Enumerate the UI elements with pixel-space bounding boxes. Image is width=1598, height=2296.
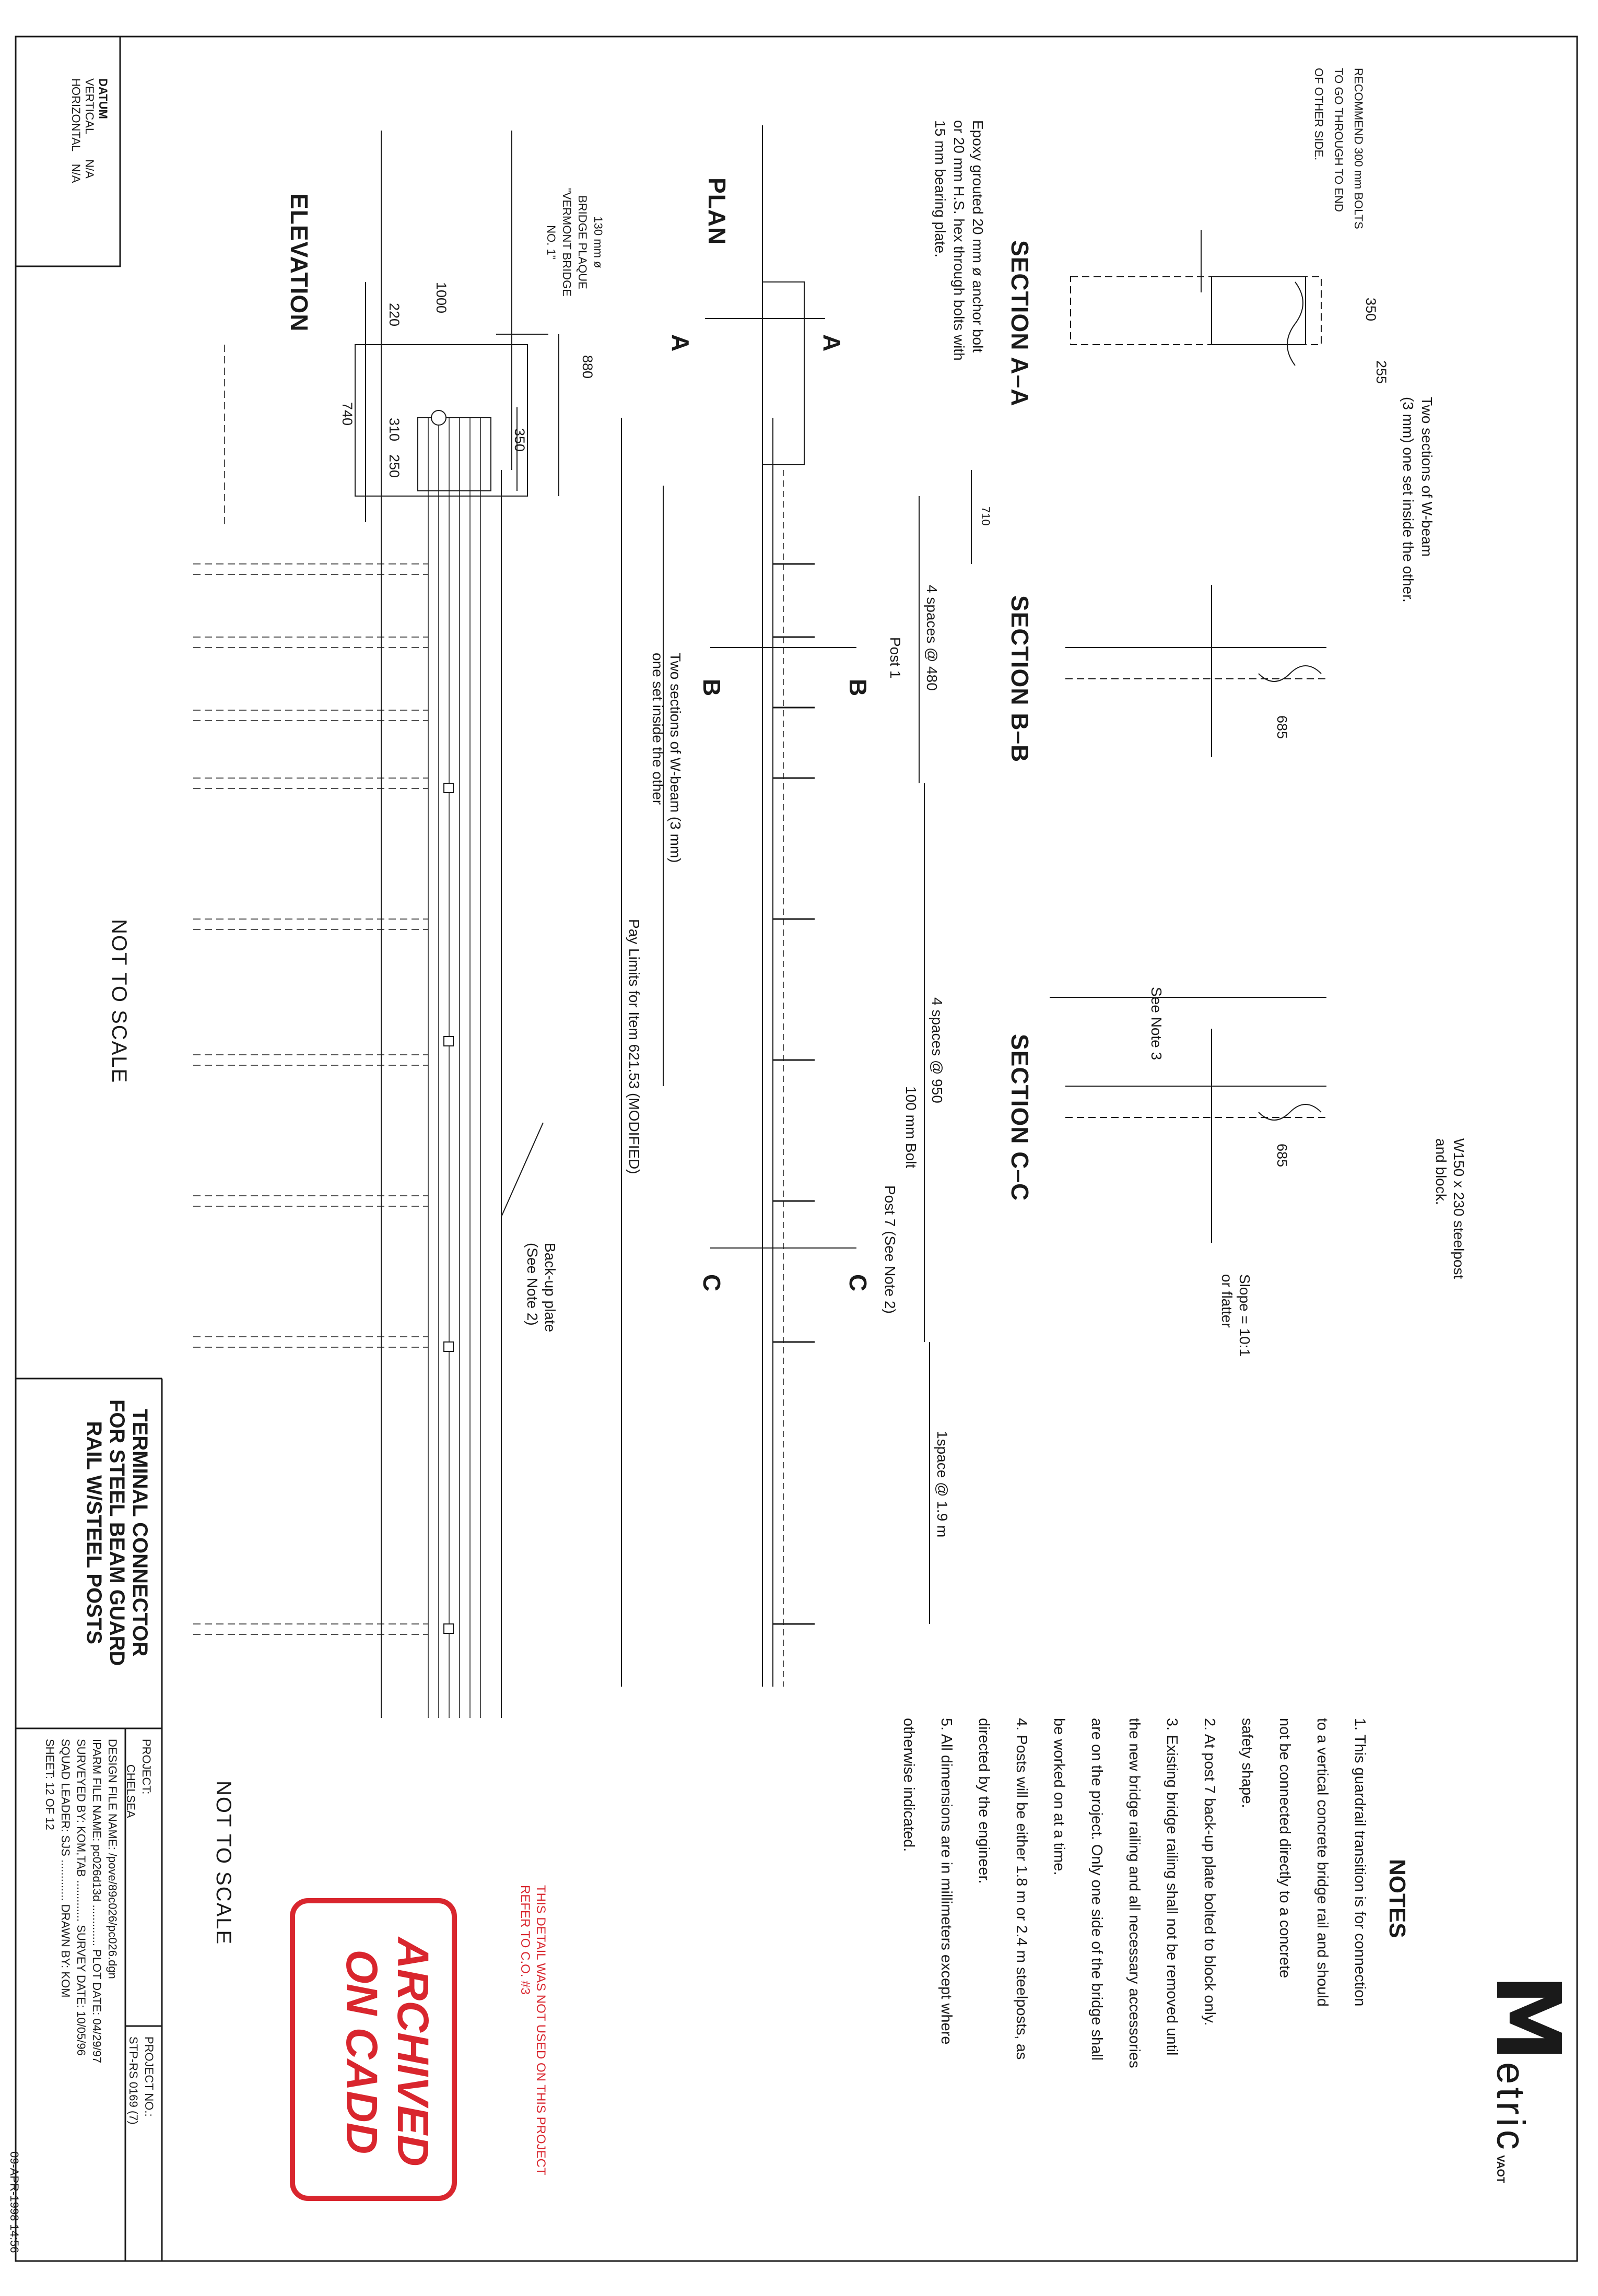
red-note: THIS DETAIL WAS NOT USED ON THIS PROJECT… [518,1885,548,2175]
section-marker-a-top: A [818,334,845,352]
elev-dim-250: 250 [386,454,402,478]
datum-vertical-value: N/A [83,159,96,179]
view-title-plan: PLAN [703,178,731,245]
note-line: otherwise indicated. [900,1718,917,1852]
metric-logo-word: etric [1488,2062,1533,2153]
note-line: to a vertical concrete bridge rail and s… [1314,1718,1331,2007]
notes-heading: NOTES [1384,1859,1410,1938]
elev-dim-350: 350 [512,428,527,452]
title-row: SQUAD LEADER: SJS ............. DRAWN BY… [59,1739,72,1998]
not-to-scale-elevation: NOT TO SCALE [108,919,131,1084]
title-row: SHEET: 12 OF 12 [43,1739,56,1830]
section-marker-b-top: B [844,679,872,697]
note-line: 4. Posts will be either 1.8 m or 2.4 m s… [1013,1718,1030,2060]
note-line: be worked on at a time. [1051,1718,1067,1876]
plot-timestamp: 09-APR-1998 14:56 [8,2151,21,2253]
note-line: directed by the engineer. [976,1718,992,1884]
elev-dim-310: 310 [386,418,402,442]
title-row: IPARM FILE NAME: pc026d13d .............… [90,1739,103,2064]
note-line: 5. All dimensions are in millimeters exc… [938,1718,955,2045]
title-row: DESIGN FILE NAME: /pove/89c026/pc026.dgn [106,1739,119,1979]
plan-view [621,125,972,1687]
section-cc-see-note: See Note 3 [1148,987,1165,1061]
note-line: the new bridge railing and all necessary… [1126,1718,1143,2068]
project-label: PROJECT: [140,1739,153,1795]
title-block-project: PROJECT: CHELSEA [123,1739,154,1818]
section-bb-dim-685: 685 [1274,715,1290,739]
plan-dim-710: 710 [979,507,992,526]
elev-dim-220: 220 [386,303,402,327]
section-marker-c-top: C [844,1274,872,1292]
plan-post-1: Post 1 [887,637,903,679]
metric-logo-mark: M [1476,1974,1579,2063]
section-marker-b-bottom: B [698,679,725,697]
note-line: 1. This guardrail transition is for conn… [1352,1718,1368,2007]
elev-dim-1000: 1000 [433,282,449,314]
archived-stamp [290,1898,457,2201]
datum-vertical-label: VERTICAL [83,78,96,134]
plan-spaces-480: 4 spaces @ 480 [924,585,940,691]
note-line: 3. Existing bridge railing shall not be … [1164,1718,1180,2056]
elev-backup-note: Back-up plate(See Note 2) [524,1243,558,1333]
project-name: CHELSEA [124,1764,137,1818]
view-title-section-aa: SECTION A–A [1006,240,1033,407]
elev-dim-740: 740 [339,402,355,426]
section-cc-dim-685: 685 [1274,1144,1290,1168]
plan-space-19: 1space @ 1.9 m [934,1431,950,1538]
note-line: safety shape. [1239,1718,1255,1808]
notes-list: 1. This guardrail transition is for conn… [890,1718,1379,2068]
datum-heading: DATUM [97,78,110,119]
project-no-label: PROJECT NO.: [143,2036,156,2117]
note-line: 2. At post 7 back-up plate bolted to blo… [1201,1718,1218,2026]
note-line: are on the project. Only one side of the… [1088,1718,1105,2061]
section-aa-dim-350: 350 [1363,298,1379,322]
section-views [1050,230,1326,1243]
section-marker-a-bottom: A [667,334,694,352]
datum-box [15,36,121,267]
plan-bolt-100: 100 mm Bolt [903,1086,919,1169]
plan-pay-limits: Pay Limits for Item 621.53 (MODIFIED) [626,919,642,1174]
plan-spaces-950: 4 spaces @ 950 [929,997,945,1103]
title-block-rows: DESIGN FILE NAME: /pove/89c026/pc026.dgn… [42,1739,120,2063]
sheet-border [15,36,1578,2262]
section-aa-wbeam-note: Two sections of W-beam(3 mm) one set ins… [1400,397,1435,603]
elevation-view [193,131,559,1718]
plan-wbeam-note: Two sections of W-beam (3 mm)one set ins… [650,653,684,863]
view-title-elevation: ELEVATION [286,193,313,332]
not-to-scale-title: NOT TO SCALE [212,1781,235,1946]
datum-block: DATUM VERTICAL N/A HORIZONTAL N/A [69,78,110,183]
datum-horizontal-value: N/A [69,163,83,183]
title-row: SURVEYED BY: KOM,TAB ............. SURVE… [75,1739,88,2056]
project-no: STP-RS 0169 (7) [127,2036,140,2125]
section-marker-c-bottom: C [698,1274,725,1292]
title-block-project-no: PROJECT NO.: STP-RS 0169 (7) [125,2036,157,2125]
view-title-section-cc: SECTION C–C [1006,1034,1033,1202]
note-line: not be connected directly to a concrete [1276,1718,1293,1979]
vaot-label: VAOT [1495,2155,1506,2184]
section-aa-dim-255: 255 [1373,360,1389,384]
metric-logo: Metric VAOT [1476,1974,1579,2184]
plan-post-7: Post 7 (See Note 2) [882,1185,898,1314]
view-title-section-bb: SECTION B–B [1006,595,1033,763]
datum-horizontal-label: HORIZONTAL [69,78,83,151]
elev-dim-880: 880 [580,355,595,379]
